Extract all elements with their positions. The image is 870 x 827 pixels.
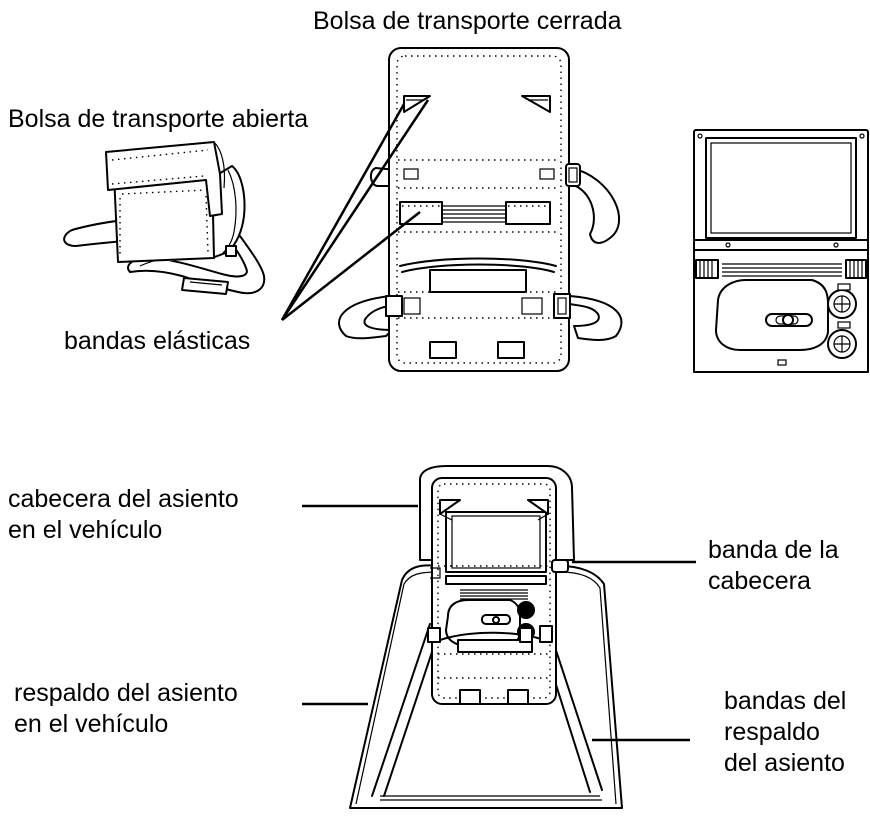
label-seat-back-line1: respaldo del asiento bbox=[14, 679, 238, 707]
label-headrest-line2: en el vehículo bbox=[8, 516, 163, 544]
label-seat-back-straps-line3: del asiento bbox=[724, 749, 845, 777]
label-seat-back-line2: en el vehículo bbox=[14, 710, 169, 738]
label-seat-back-straps-line2: respaldo bbox=[724, 718, 820, 746]
label-headrest-line1: cabecera del asiento bbox=[8, 485, 239, 513]
elastic-bands-leaders bbox=[280, 99, 430, 321]
vehicle-leaders bbox=[302, 504, 696, 742]
vehicle-installation-illustration bbox=[349, 465, 623, 809]
dvd-player-illustration bbox=[693, 129, 869, 373]
label-headrest-strap-line1: banda de la bbox=[708, 536, 839, 564]
label-headrest-strap-line2: cabecera bbox=[708, 567, 811, 595]
label-bag-closed: Bolsa de transporte cerrada bbox=[313, 7, 622, 35]
open-bag-illustration bbox=[63, 141, 266, 295]
label-seat-back-straps-line1: bandas del bbox=[724, 687, 847, 715]
label-bag-open: Bolsa de transporte abierta bbox=[8, 105, 309, 133]
label-elastic-bands: bandas elásticas bbox=[64, 327, 251, 355]
closed-bag-illustration bbox=[338, 47, 623, 372]
